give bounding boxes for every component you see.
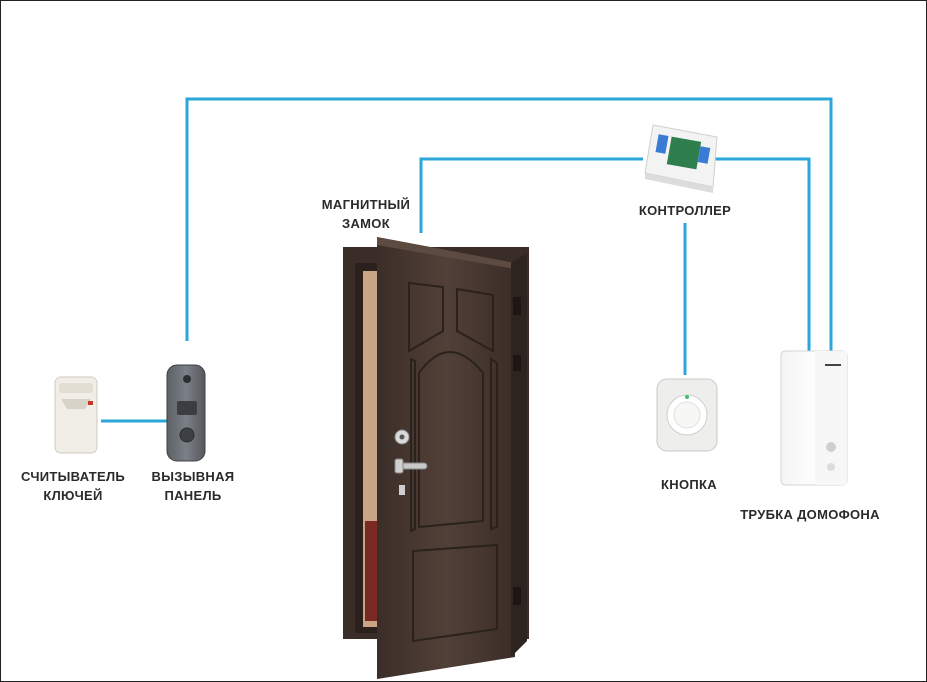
handset-label-text: ТРУБКА ДОМОФОНА — [740, 507, 880, 522]
panel-label-line2: ПАНЕЛЬ — [164, 488, 222, 503]
controller-label: КОНТРОЛЛЕР — [617, 201, 753, 220]
panel-label: ВЫЗЫВНАЯ ПАНЕЛЬ — [141, 467, 245, 505]
lock-label-line1: МАГНИТНЫЙ — [321, 197, 411, 212]
lock-label-line2: ЗАМОК — [342, 216, 390, 231]
wires — [101, 97, 833, 423]
reader-label: СЧИТЫВАТЕЛЬ КЛЮЧЕЙ — [13, 467, 133, 505]
reader-label-line1: СЧИТЫВАТЕЛЬ — [20, 469, 126, 484]
panel-label-line1: ВЫЗЫВНАЯ — [151, 469, 235, 484]
wire-controller-to-handset — [713, 157, 811, 353]
controller-device — [644, 124, 718, 193]
wire-panel-to-handset — [185, 97, 833, 353]
exit-button-device — [656, 378, 718, 452]
reader-label-line2: КЛЮЧЕЙ — [43, 488, 103, 503]
lock-label: МАГНИТНЫЙ ЗАМОК — [311, 195, 421, 233]
controller-label-text: КОНТРОЛЛЕР — [638, 203, 732, 218]
key-reader-device — [54, 376, 98, 454]
door-illustration — [343, 237, 529, 679]
handset-label: ТРУБКА ДОМОФОНА — [729, 505, 891, 524]
button-label-text: КНОПКА — [661, 477, 717, 492]
wire-lock-to-controller — [419, 157, 643, 233]
button-label: КНОПКА — [641, 475, 737, 494]
intercom-handset-device — [780, 350, 848, 486]
call-panel-device — [166, 364, 206, 462]
